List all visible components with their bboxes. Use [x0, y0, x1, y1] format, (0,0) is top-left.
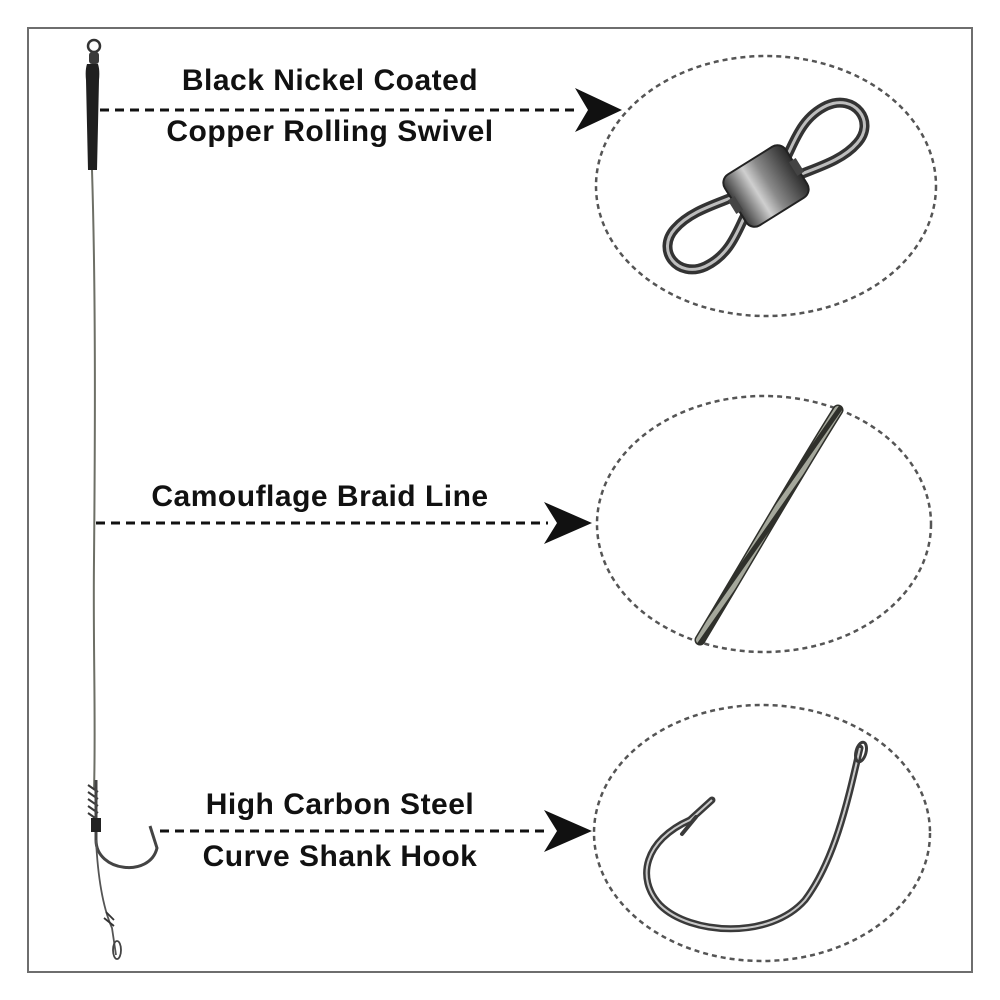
swivel-label-line1: Black Nickel Coated [181, 64, 479, 97]
image-frame [27, 27, 973, 973]
rig-swivel-body [89, 52, 99, 64]
arrow-swivel-head [575, 88, 622, 132]
braid-detail [595, 394, 933, 654]
hook-label-line1: High Carbon Steel [205, 788, 475, 821]
arrow-hook-head [544, 810, 592, 852]
swivel-icon [662, 97, 870, 275]
rig-tail-loop [112, 940, 122, 960]
rig-tail-knot [103, 911, 115, 927]
braid-label: Camouflage Braid Line [151, 480, 489, 513]
rig-swivel-eye [86, 38, 102, 54]
hook-detail-circle [592, 703, 932, 963]
swivel-label-line2: Copper Rolling Swivel [166, 115, 494, 148]
arrow-braid-head [544, 502, 592, 544]
swivel-detail [594, 54, 938, 318]
hook-icon [643, 740, 868, 933]
rig-hair-tail [95, 839, 117, 956]
full-rig [85, 38, 159, 960]
rig-shrink-tube [91, 818, 101, 832]
rig-braid-line [91, 169, 96, 791]
braid-icon [694, 404, 844, 646]
pointer-arrows [96, 88, 622, 852]
rig-knot [87, 784, 99, 821]
hook-label-line2: Curve Shank Hook [202, 840, 478, 873]
hook-detail [592, 703, 932, 963]
rig-sleeve [85, 64, 100, 170]
